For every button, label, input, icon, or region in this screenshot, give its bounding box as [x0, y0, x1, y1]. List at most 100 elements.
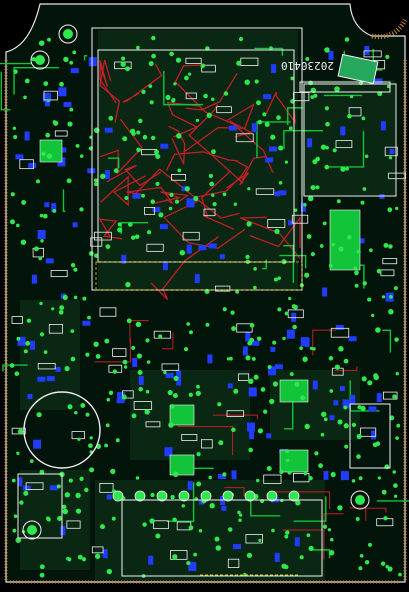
smd-pad [102, 549, 108, 559]
mounting-hole [63, 29, 73, 39]
via [84, 487, 89, 493]
component-outline [330, 327, 350, 338]
via [186, 561, 191, 566]
via [188, 525, 194, 531]
component-outline [25, 482, 44, 490]
via [142, 522, 147, 527]
via [113, 168, 119, 174]
smd-pad [374, 78, 383, 84]
connector-pin [244, 490, 256, 502]
via [223, 91, 229, 96]
via [212, 201, 217, 207]
smd-pad [328, 50, 334, 60]
via [209, 181, 215, 187]
via [247, 187, 251, 191]
smd-pad [28, 162, 37, 168]
via [146, 360, 151, 364]
via [368, 542, 372, 547]
component-outline [54, 130, 68, 137]
via [125, 281, 131, 288]
via [304, 272, 310, 278]
via [343, 358, 349, 364]
signal-trace [224, 487, 245, 496]
via [205, 322, 210, 327]
smd-pad [63, 102, 72, 107]
power-trace [283, 130, 324, 149]
via [67, 557, 72, 562]
via [122, 359, 128, 365]
via [284, 565, 289, 570]
via [87, 315, 91, 320]
via [69, 107, 74, 112]
signal-trace [166, 101, 199, 138]
smd-pad [312, 380, 318, 390]
via [369, 248, 373, 253]
smd-pad [17, 477, 23, 487]
via [67, 121, 73, 127]
via [134, 234, 140, 239]
via [386, 84, 391, 89]
via [24, 78, 30, 84]
via [229, 356, 233, 361]
via [142, 134, 148, 140]
smd-pad [251, 123, 257, 133]
battery-holder-outline [23, 391, 101, 469]
via [138, 386, 144, 392]
via [64, 492, 70, 498]
via [10, 219, 15, 225]
via [62, 508, 69, 515]
via [112, 369, 118, 374]
via [85, 352, 90, 357]
smd-pad [227, 383, 233, 389]
via [69, 60, 74, 65]
via [255, 478, 260, 483]
silkscreen-frame [349, 403, 391, 469]
component-outline [161, 363, 180, 371]
copper-pour-area [300, 80, 395, 195]
via [380, 561, 386, 566]
via [13, 69, 18, 74]
via [45, 516, 50, 521]
via [367, 380, 373, 386]
via [19, 500, 24, 505]
via [295, 500, 301, 506]
smd-pad [152, 207, 161, 213]
via [395, 372, 399, 376]
via [356, 249, 361, 254]
component-outline [91, 546, 104, 554]
via [20, 239, 27, 245]
via [306, 533, 311, 538]
via [292, 324, 297, 330]
via [312, 159, 318, 165]
smd-pad [270, 346, 276, 352]
via [359, 553, 364, 558]
via [392, 394, 397, 400]
signal-trace [201, 170, 235, 230]
via [393, 286, 398, 291]
connector-pin [156, 490, 168, 502]
via [215, 545, 222, 551]
component-outline [11, 316, 23, 324]
via [52, 208, 57, 213]
smd-pad [329, 415, 335, 421]
power-trace [256, 121, 291, 158]
via [122, 136, 128, 142]
power-trace [0, 62, 32, 65]
smd-pad [37, 376, 46, 382]
smd-pad [229, 125, 237, 131]
via [12, 126, 17, 130]
power-trace [283, 396, 294, 430]
via [57, 515, 63, 522]
via [106, 568, 113, 575]
via [284, 160, 289, 164]
smd-pad [104, 127, 113, 133]
via [320, 411, 327, 418]
via [388, 309, 394, 315]
via [347, 235, 352, 240]
component-outline [143, 206, 156, 215]
via [79, 476, 84, 481]
component-outline [145, 421, 161, 428]
via [195, 390, 201, 397]
via [77, 437, 81, 441]
